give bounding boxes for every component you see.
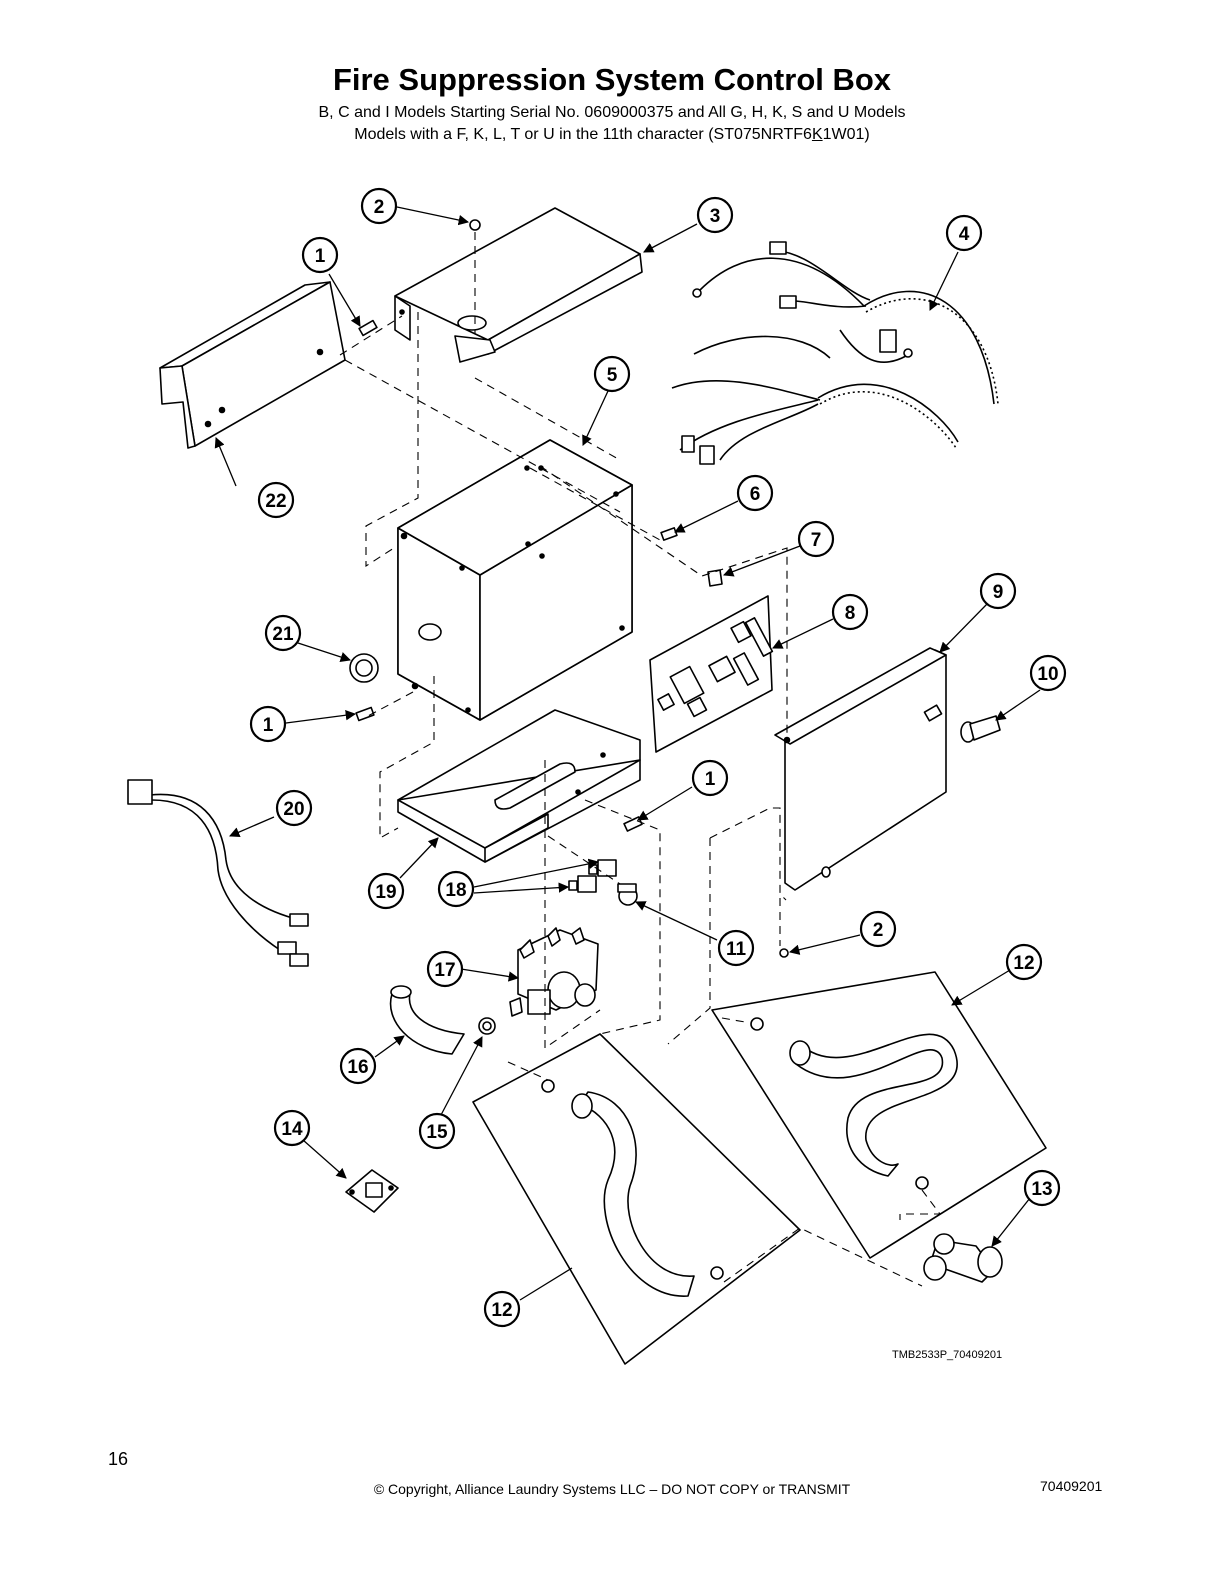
svg-text:11: 11 [726,939,747,960]
svg-text:18: 18 [445,880,466,901]
subtitle-line-2-post: 1W01) [822,126,870,143]
page-number: 16 [108,1449,129,1469]
callout-2-top: 2 [360,187,398,225]
svg-text:3: 3 [710,206,721,227]
screw-part-2-top [469,219,481,231]
svg-text:6: 6 [750,484,761,505]
water-valve-part-17 [509,927,599,1017]
callout-21: 21 [264,614,302,652]
callout-8: 8 [831,593,869,631]
svg-text:8: 8 [845,603,856,624]
svg-text:15: 15 [426,1122,448,1143]
callout-6: 6 [736,474,774,512]
subtitle-line-2-pre: Models with a F, K, L, T or U in the 11t… [354,126,812,143]
diagram-reference-code: TMB2533P_70409201 [892,1349,1003,1361]
svg-text:1: 1 [705,769,716,790]
switch-part-18-b [568,875,597,893]
subtitle-line-1: B, C and I Models Starting Serial No. 06… [318,104,906,121]
svg-text:19: 19 [375,882,396,903]
screw-part-1-a [358,319,378,337]
svg-text:14: 14 [281,1119,303,1140]
callout-3: 3 [696,196,734,234]
subtitle-line-2-underlined: K [811,126,823,143]
callout-15: 15 [418,1112,456,1150]
callout-7: 7 [797,520,835,558]
copyright-notice: © Copyright, Alliance Laundry Systems LL… [373,1481,851,1497]
hose-part-12-upper [711,971,1047,1259]
indicator-light-part-11 [617,883,638,906]
screw-part-1-b [355,706,375,722]
circuit-board-part-8 [649,595,774,753]
callout-14: 14 [273,1109,311,1147]
callout-13: 13 [1023,1169,1061,1207]
callout-16: 16 [339,1047,377,1085]
clamp-part-15 [478,1017,496,1035]
svg-text:2: 2 [873,920,884,941]
callout-leader-lines [214,206,1041,1301]
svg-text:1: 1 [263,715,274,736]
grommet-part-21 [349,653,379,683]
callout-11: 11 [717,929,755,967]
document-number: 70409201 [1040,1478,1103,1494]
callout-1-top: 1 [301,236,339,274]
page-title: Fire Suppression System Control Box [332,62,892,97]
hose-part-12-lower [472,1033,801,1365]
svg-text:22: 22 [265,491,286,512]
callout-12-lower: 12 [483,1290,521,1328]
subtitle-line-2: Models with a F, K, L, T or U in the 11t… [0,126,1224,144]
callout-18: 18 [437,870,475,908]
screw-part-6 [660,527,678,541]
callout-10: 10 [1029,654,1067,692]
callout-20: 20 [275,789,313,827]
callout-4: 4 [945,214,983,252]
wire-harness-part-4 [671,241,999,465]
svg-text:13: 13 [1031,1179,1052,1200]
svg-text:5: 5 [607,365,618,386]
wire-harness-part-20 [127,779,309,967]
svg-text:20: 20 [283,799,304,820]
callout-2-bottom: 2 [859,910,897,948]
callout-9: 9 [979,572,1017,610]
callout-19: 19 [367,872,405,910]
screw-part-2-bottom [779,948,789,958]
tee-fitting-part-13 [923,1233,1003,1283]
svg-text:17: 17 [434,960,455,981]
svg-text:12: 12 [1013,953,1034,974]
callout-1-middle: 1 [249,705,287,743]
svg-text:12: 12 [491,1300,512,1321]
callout-22: 22 [257,481,295,519]
control-box-housing-part-5 [397,439,633,721]
angle-bracket-part-22 [159,281,346,449]
clip-part-7 [707,569,723,587]
svg-text:9: 9 [993,582,1004,603]
lock-cylinder-part-10 [960,715,1001,743]
callout-17: 17 [426,950,464,988]
svg-text:1: 1 [315,246,326,267]
lower-bracket-part-19 [397,709,641,863]
callout-5: 5 [593,355,631,393]
top-cover-part-3 [394,207,643,363]
callout-1-right: 1 [691,759,729,797]
svg-text:10: 10 [1037,664,1058,685]
svg-text:7: 7 [811,530,822,551]
svg-text:21: 21 [272,624,294,645]
cover-panel-part-9 [774,647,947,891]
thermostat-part-14 [345,1169,399,1213]
svg-text:4: 4 [959,224,970,245]
callout-12-upper: 12 [1005,943,1043,981]
short-hose-part-16 [389,985,465,1055]
svg-text:16: 16 [347,1057,368,1078]
svg-text:2: 2 [374,197,385,218]
